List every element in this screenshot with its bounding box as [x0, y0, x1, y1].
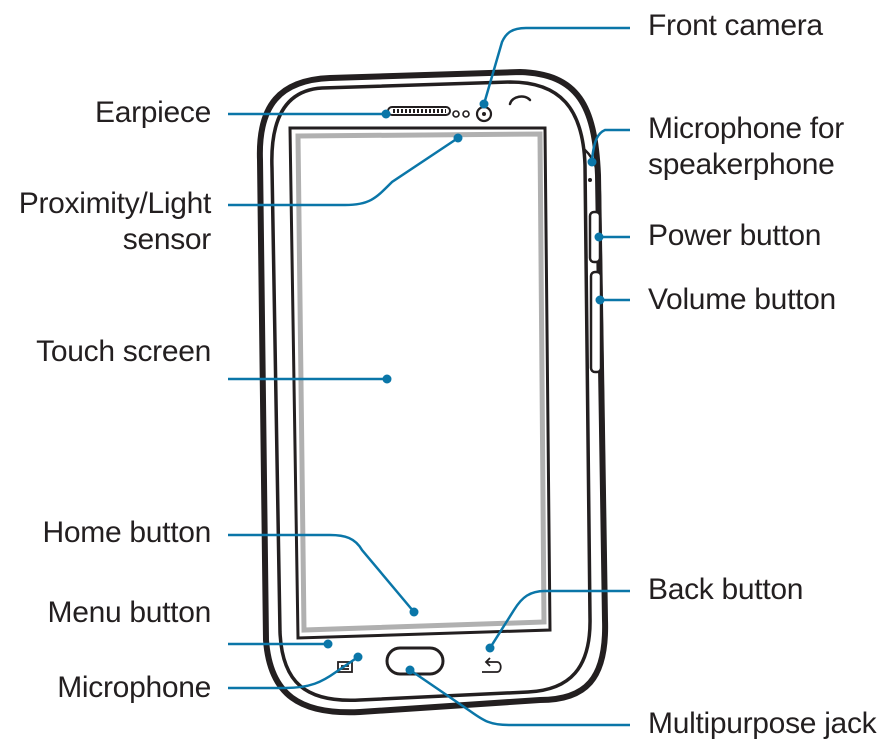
front-camera-center [482, 112, 486, 116]
device-front-face [270, 80, 592, 702]
leader-front-camera [482, 26, 630, 105]
label-proximity-line2: sensor [122, 223, 212, 256]
leader-proximity [228, 136, 459, 207]
dot-jack [405, 665, 415, 675]
device-body [256, 69, 609, 716]
dot-back [485, 643, 495, 653]
label-volume-button: Volume button [648, 283, 836, 316]
label-back-button: Back button [648, 573, 804, 606]
top-port [508, 95, 532, 106]
device-outer-shell [256, 69, 609, 716]
back-key-icon [482, 657, 502, 673]
label-proximity-line1: Proximity/Light [18, 187, 212, 220]
earpiece-grille [387, 106, 451, 116]
sensor-dot-2 [462, 110, 470, 118]
dot-proximity [453, 133, 463, 143]
device-side-edge [583, 148, 608, 602]
label-microphone: Microphone [57, 671, 211, 704]
label-microphone-speaker-line2: speakerphone [648, 148, 835, 181]
label-multipurpose-jack: Multipurpose jack [648, 707, 877, 740]
dot-touch [382, 374, 392, 384]
label-earpiece: Earpiece [94, 96, 211, 129]
dot-front-camera [479, 99, 489, 109]
label-home-button: Home button [42, 516, 212, 549]
leader-jack [409, 668, 630, 727]
volume-button-shape [589, 270, 603, 374]
leader-mic-speaker [590, 128, 630, 161]
dot-microphone [353, 652, 363, 662]
leader-back [488, 589, 630, 649]
pointer-dots [323, 99, 605, 675]
leader-lines [228, 26, 630, 727]
dot-power [594, 232, 604, 242]
home-key-shape [385, 646, 445, 676]
dot-volume [595, 295, 605, 305]
label-microphone-speaker-line1: Microphone for [648, 112, 844, 145]
label-power-button: Power button [648, 219, 822, 252]
dot-menu [323, 639, 333, 649]
dot-earpiece [381, 109, 391, 119]
sensor-dot-1 [452, 110, 460, 118]
label-menu-button: Menu button [47, 596, 212, 629]
dot-home [409, 607, 419, 617]
dot-mic-speaker [587, 157, 597, 167]
screen-outer-edge [288, 126, 552, 640]
leader-microphone [228, 655, 359, 690]
leader-home [228, 533, 415, 613]
label-front-camera: Front camera [648, 9, 823, 42]
label-touch-screen: Touch screen [36, 335, 211, 368]
speaker-mic-hole [588, 178, 592, 182]
